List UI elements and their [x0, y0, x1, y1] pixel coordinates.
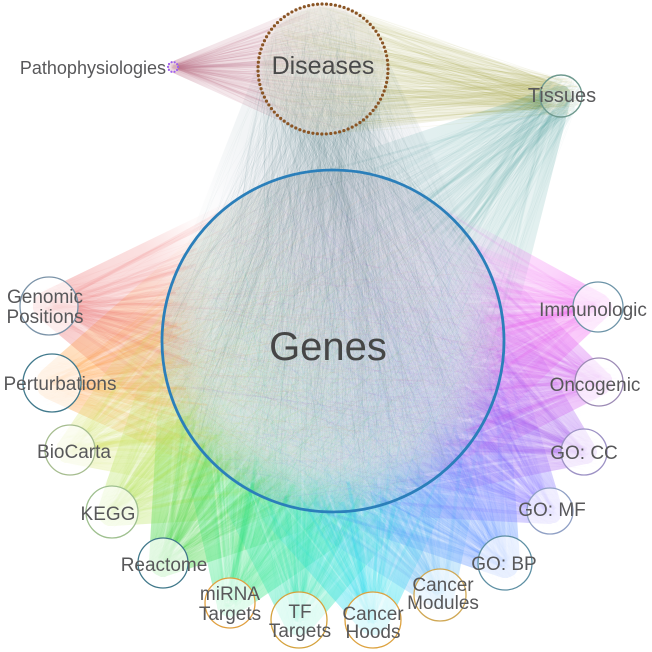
svg-text:Oncogenic: Oncogenic — [550, 375, 641, 396]
svg-text:GO: MF: GO: MF — [518, 500, 586, 521]
svg-text:Cancer: Cancer — [412, 575, 474, 596]
svg-text:KEGG: KEGG — [81, 504, 136, 525]
svg-text:Genes: Genes — [269, 325, 387, 369]
svg-text:miRNA: miRNA — [200, 584, 260, 605]
svg-text:BioCarta: BioCarta — [37, 442, 111, 463]
svg-text:Immunologic: Immunologic — [539, 300, 647, 321]
svg-text:Targets: Targets — [199, 604, 261, 625]
svg-text:Genomic: Genomic — [7, 287, 83, 308]
svg-text:GO: CC: GO: CC — [550, 443, 618, 464]
svg-text:Pathophysiologies: Pathophysiologies — [20, 58, 166, 78]
svg-text:Targets: Targets — [269, 621, 331, 642]
svg-text:Cancer: Cancer — [342, 604, 404, 625]
svg-text:Tissues: Tissues — [528, 85, 596, 107]
svg-text:TF: TF — [288, 602, 311, 623]
svg-text:Hoods: Hoods — [346, 622, 401, 643]
svg-text:GO: BP: GO: BP — [471, 554, 536, 575]
svg-text:Modules: Modules — [407, 593, 479, 614]
svg-text:Perturbations: Perturbations — [3, 374, 116, 395]
svg-text:Positions: Positions — [6, 307, 83, 328]
svg-text:Reactome: Reactome — [121, 555, 208, 576]
svg-text:Diseases: Diseases — [272, 52, 375, 80]
